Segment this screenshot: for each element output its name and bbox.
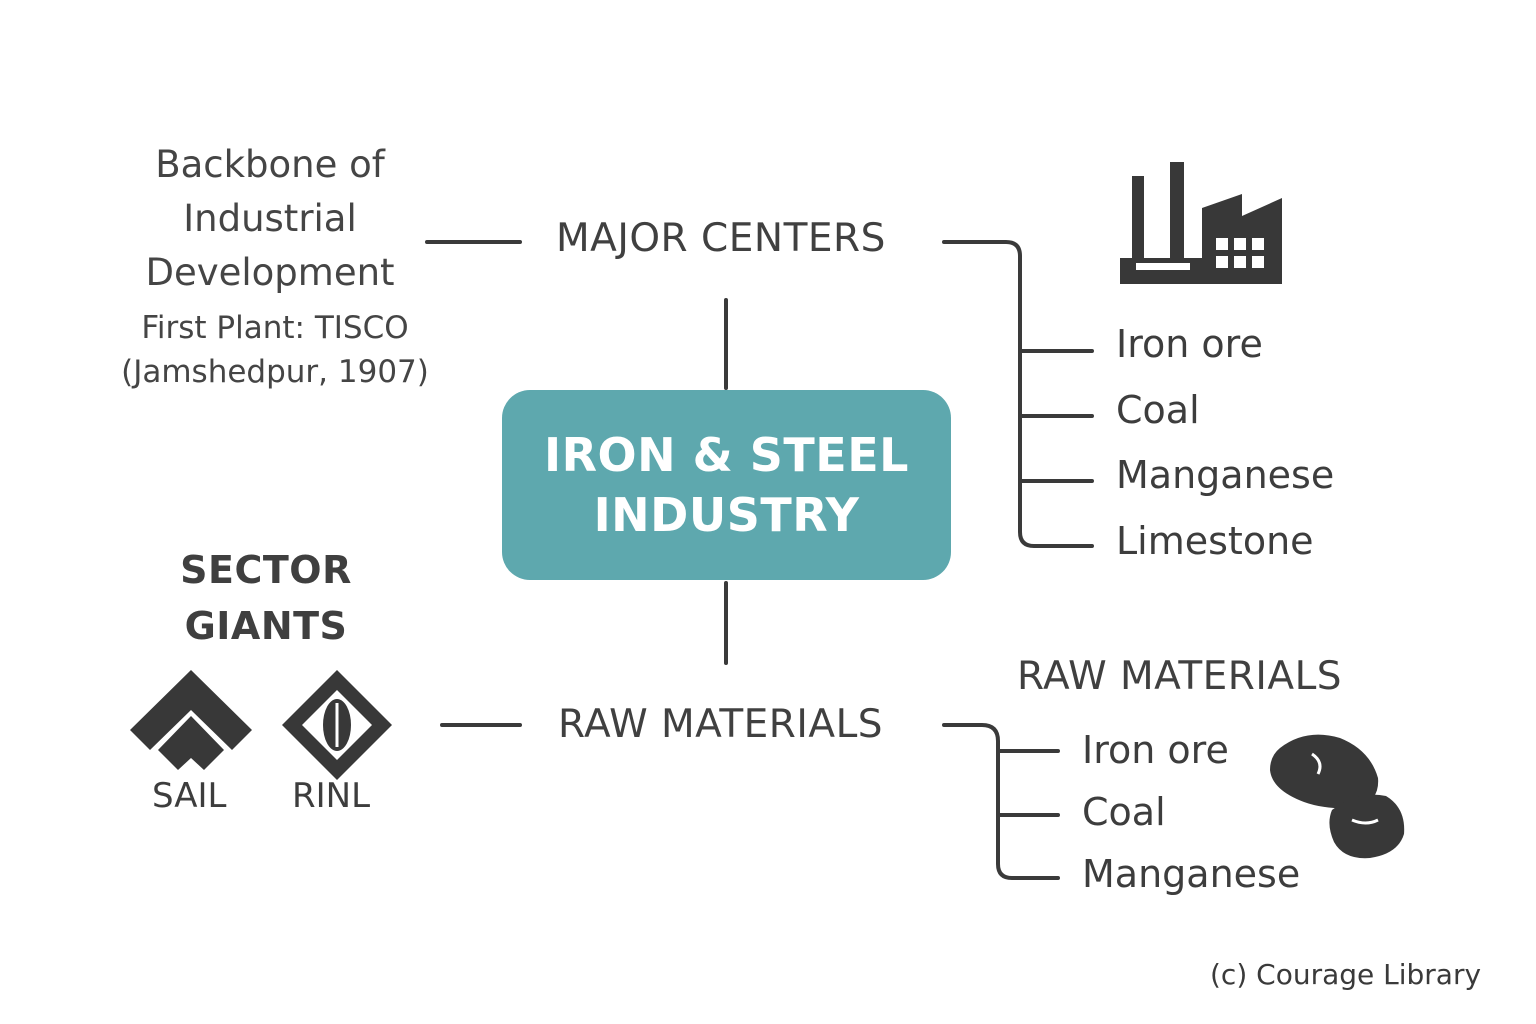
sail-logo-icon	[130, 670, 252, 770]
centers-bracket	[942, 240, 1094, 548]
rinl-logo-icon	[282, 670, 392, 780]
rinl-caption: RINL	[292, 776, 371, 816]
sail-caption: SAIL	[152, 776, 227, 816]
ore-lumps-icon	[1270, 734, 1405, 859]
raw-materials-heading: RAW MATERIALS	[1017, 654, 1343, 699]
backbone-line-3: Development	[145, 251, 395, 294]
raw-materials-item-1: Iron ore	[1082, 728, 1229, 772]
sector-giants-heading: SECTOR GIANTS	[150, 542, 382, 654]
backbone-text: Backbone of Industrial Development	[110, 138, 430, 300]
first-plant-text: First Plant: TISCO (Jamshedpur, 1907)	[100, 306, 450, 394]
raw-materials-label: RAW MATERIALS	[558, 702, 884, 747]
sector-giants-line-1: SECTOR	[180, 548, 352, 592]
central-title-line-1: IRON & STEEL	[544, 428, 909, 482]
major-centers-item-2: Coal	[1116, 388, 1200, 432]
factory-icon	[1120, 162, 1282, 284]
first-plant-line-2: (Jamshedpur, 1907)	[121, 354, 429, 390]
first-plant-line-1: First Plant: TISCO	[141, 310, 409, 346]
major-centers-item-3: Manganese	[1116, 453, 1335, 497]
raw-bracket	[942, 723, 1060, 880]
major-centers-label: MAJOR CENTERS	[556, 216, 886, 261]
major-centers-item-4: Limestone	[1116, 519, 1314, 563]
raw-materials-item-3: Manganese	[1082, 852, 1301, 896]
copyright-text: (c) Courage Library	[1210, 958, 1482, 991]
sector-giants-line-2: GIANTS	[184, 604, 348, 648]
central-node: IRON & STEEL INDUSTRY	[502, 390, 951, 580]
backbone-line-1: Backbone of	[155, 143, 385, 186]
central-title-line-2: INDUSTRY	[593, 488, 860, 542]
raw-materials-item-2: Coal	[1082, 790, 1166, 834]
backbone-line-2: Industrial	[183, 197, 357, 240]
major-centers-item-1: Iron ore	[1116, 322, 1263, 366]
